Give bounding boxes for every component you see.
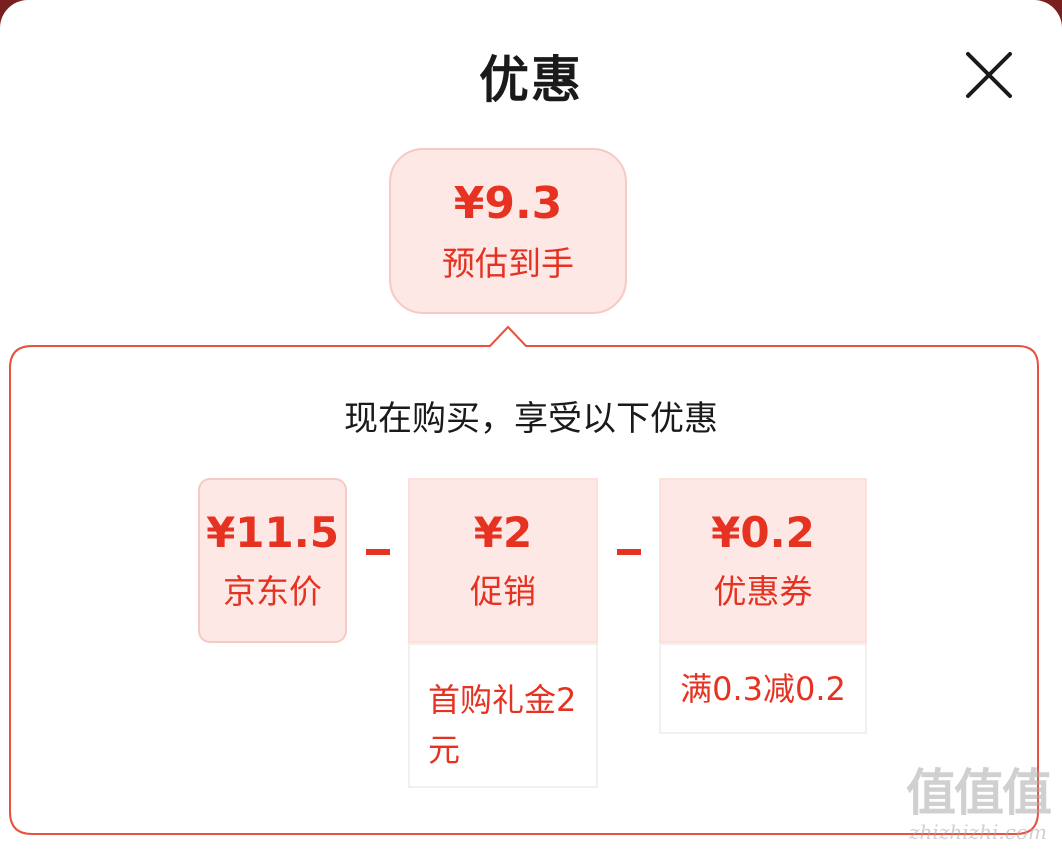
breakdown-subtitle: 现在购买，享受以下优惠 [344,399,718,439]
jd-price-label: 京东价 [223,572,322,611]
coupon-amount: ¥0.2 [711,508,815,557]
coupon-detail: 满0.3减0.2 [659,643,867,734]
promotion-card: ¥2 促销 [408,478,598,643]
watermark: 值值值 zhizhizhi.com [906,763,1052,844]
estimated-price-label: 预估到手 [442,244,574,283]
promotion-amount: ¥2 [473,508,533,557]
watermark-url: zhizhizhi.com [908,820,1047,844]
promotion-detail: 首购礼金2元 [408,643,598,788]
close-icon [966,52,1012,98]
promotion-label: 促销 [470,572,536,611]
minus-operator [617,549,641,555]
jd-price-card: ¥11.5 京东价 [198,478,347,643]
coupon-label: 优惠券 [713,572,813,611]
jd-price: ¥11.5 [206,508,339,557]
estimated-price: ¥9.3 [453,178,563,229]
close-button[interactable] [962,48,1016,102]
coupon-card: ¥0.2 优惠券 [659,478,867,643]
watermark-logo: 值值值 [906,763,1052,822]
minus-operator [366,549,390,555]
dialog-title: 优惠 [479,51,583,109]
estimated-price-card: ¥9.3 预估到手 [389,148,627,314]
